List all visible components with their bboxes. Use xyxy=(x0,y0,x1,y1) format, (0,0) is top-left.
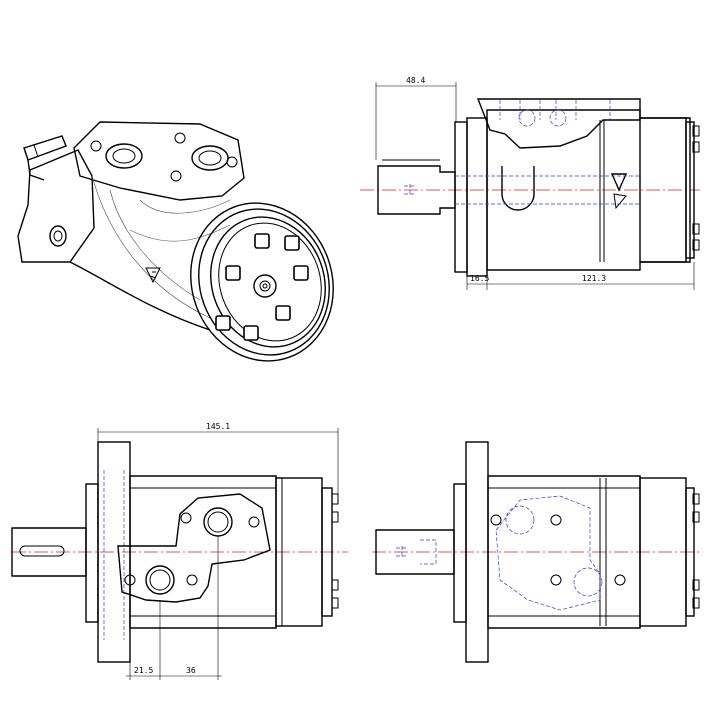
dimension-body-length: 121.3 xyxy=(582,262,695,290)
dimension-overall-length: 145.1 xyxy=(97,422,339,494)
dim-21-5-label: 21.5 xyxy=(134,666,153,675)
dimension-top-width: 48.4 xyxy=(375,76,457,160)
dim-145-1-label: 145.1 xyxy=(206,422,230,431)
end-cap-bolts xyxy=(215,233,309,341)
dimension-flange-offset: 16.5 xyxy=(466,274,694,290)
dim-48-4-label: 48.4 xyxy=(406,76,425,85)
bottom-view xyxy=(372,441,700,663)
top-view: 145.1 21.5 36 xyxy=(11,422,348,680)
dim-121-3-label: 121.3 xyxy=(582,274,606,283)
dim-36-label: 36 xyxy=(186,666,196,675)
side-view: 48.4 16.5 121.3 xyxy=(360,76,700,290)
dimension-port-positions: 21.5 36 xyxy=(126,536,222,680)
dim-16-5-label: 16.5 xyxy=(470,274,489,283)
isometric-view xyxy=(17,121,334,362)
